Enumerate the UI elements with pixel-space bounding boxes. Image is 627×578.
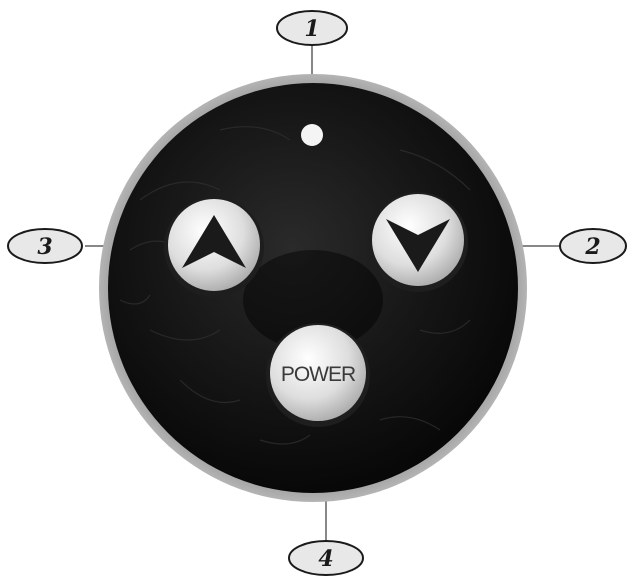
up-button[interactable] (164, 197, 264, 297)
down-button[interactable] (368, 192, 468, 292)
indicator-light (301, 124, 323, 146)
callout-2-number: 2 (584, 234, 600, 260)
callout-3: 3 (8, 229, 82, 263)
callout-1-number: 1 (304, 16, 319, 42)
callout-4: 4 (289, 541, 363, 575)
power-button-label: POWER (281, 363, 356, 386)
callout-1: 1 (277, 11, 347, 45)
callout-2: 2 (560, 229, 626, 263)
callout-3-number: 3 (37, 234, 52, 260)
callout-4-number: 4 (318, 546, 333, 572)
power-button[interactable]: POWER (266, 323, 370, 427)
